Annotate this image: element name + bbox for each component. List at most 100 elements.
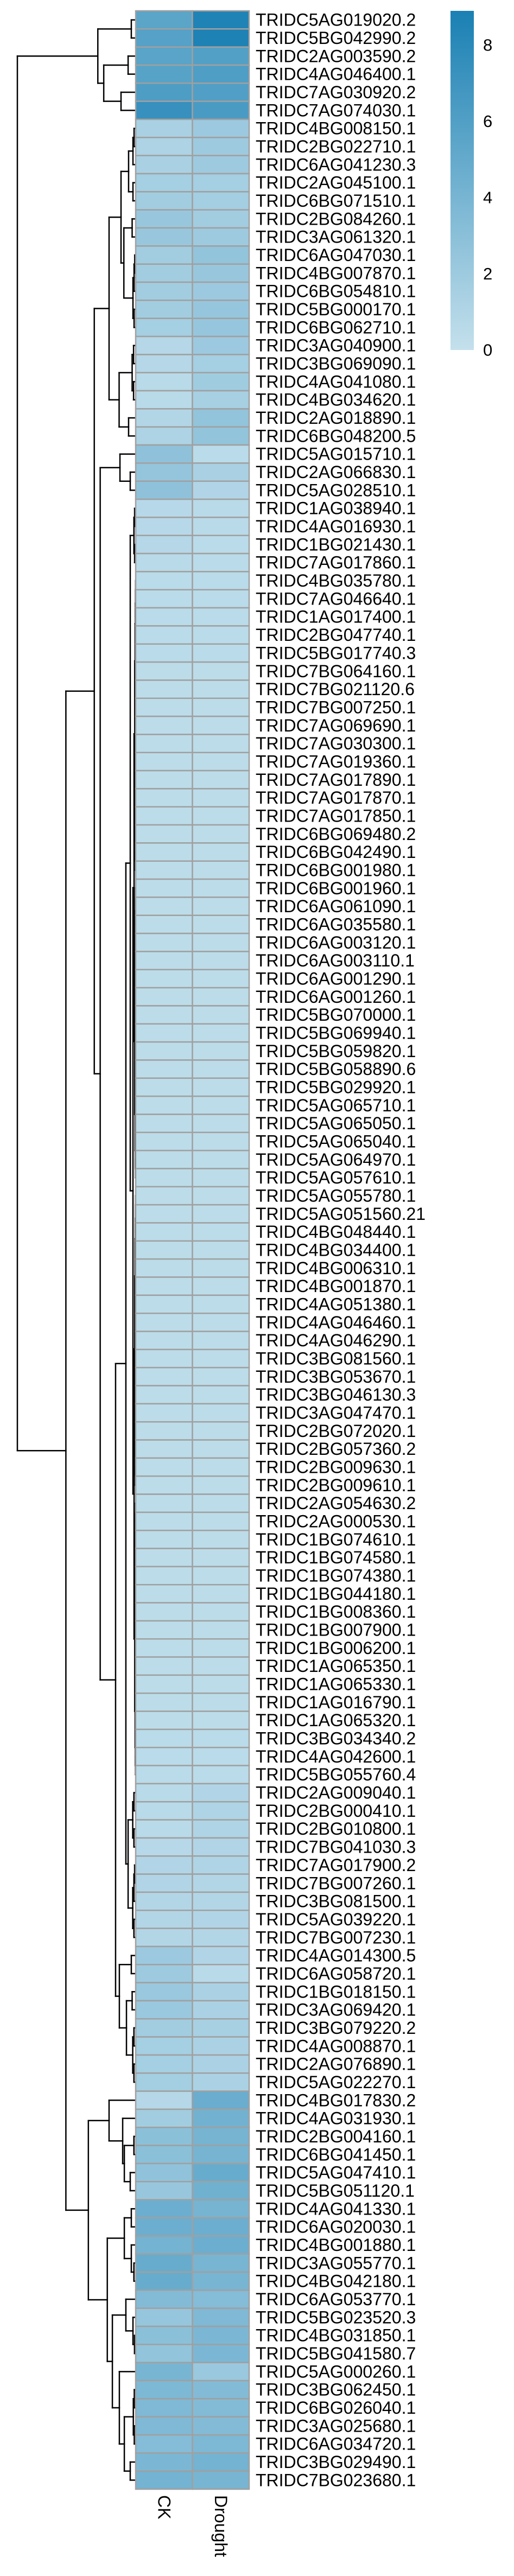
row-label: TRIDC3AG061320.1 [256, 227, 416, 247]
row-label: TRIDC4BG006310.1 [256, 1258, 416, 1278]
row-label: TRIDC1BG044180.1 [256, 1584, 416, 1604]
heatmap-cell-ck [135, 951, 193, 971]
heatmap-cell-ck [135, 1294, 193, 1314]
heatmap-cell-ck [135, 1149, 193, 1169]
heatmap-cell-drought [192, 824, 250, 844]
heatmap-cell-ck [135, 1765, 193, 1785]
heatmap-cell-ck [135, 769, 193, 790]
heatmap-cell-ck [135, 1583, 193, 1604]
heatmap-cell-ck [135, 860, 193, 880]
heatmap-cell-drought [192, 1566, 250, 1586]
heatmap-cell-drought [192, 860, 250, 880]
heatmap-cell-drought [192, 354, 250, 373]
heatmap-cell-ck [135, 1638, 193, 1658]
heatmap-cell-drought [192, 2271, 250, 2291]
heatmap-cell-ck [135, 2362, 193, 2382]
heatmap-cell-ck [135, 932, 193, 952]
heatmap-cell-drought [192, 1186, 250, 1206]
heatmap-cell-ck [135, 2344, 193, 2363]
row-label: TRIDC5AG039220.1 [256, 1910, 416, 1929]
heatmap-cell-ck [135, 2108, 193, 2128]
row-label: TRIDC2AG076890.1 [256, 2055, 416, 2074]
heatmap-cell-drought [192, 2036, 250, 2056]
heatmap-cell-drought [192, 1222, 250, 1242]
row-label: TRIDC5BG055760.4 [256, 1765, 416, 1784]
heatmap-cell-ck [135, 2470, 193, 2490]
row-label: TRIDC6BG042490.1 [256, 842, 416, 862]
heatmap-cell-drought [192, 1855, 250, 1875]
heatmap-cell-drought [192, 788, 250, 808]
heatmap-cell-drought [192, 769, 250, 790]
heatmap-cell-drought [192, 1837, 250, 1857]
heatmap-cell-ck [135, 1783, 193, 1803]
heatmap-cell-drought [192, 1656, 250, 1676]
row-label: TRIDC2AG003590.2 [256, 46, 416, 66]
heatmap-cell-ck [135, 552, 193, 573]
row-label: TRIDC1BG007900.1 [256, 1620, 416, 1640]
heatmap-cell-ck [135, 137, 193, 156]
row-label: TRIDC3AG025680.1 [256, 2416, 416, 2435]
heatmap-cell-ck [135, 2271, 193, 2291]
heatmap-cell-drought [192, 2018, 250, 2038]
heatmap-cell-ck [135, 969, 193, 989]
heatmap-cell-ck [135, 155, 193, 175]
row-label: TRIDC1BG074610.1 [256, 1530, 416, 1549]
heatmap-cell-ck [135, 281, 193, 301]
row-label: TRIDC5AG065710.1 [256, 1096, 416, 1115]
heatmap-cell-drought [192, 118, 250, 138]
heatmap-cell-drought [192, 2325, 250, 2345]
row-label: TRIDC7AG074030.1 [256, 100, 416, 120]
legend-tick-label: 8 [483, 36, 492, 55]
heatmap-cell-drought [192, 2344, 250, 2363]
heatmap-cell-drought [192, 1349, 250, 1369]
row-label: TRIDC5AG057610.1 [256, 1168, 416, 1187]
row-label: TRIDC1BG021430.1 [256, 535, 416, 554]
row-label: TRIDC3AG055770.1 [256, 2253, 416, 2273]
heatmap-cell-drought [192, 1982, 250, 2002]
row-label: TRIDC7BG007230.1 [256, 1928, 416, 1947]
heatmap-cell-drought [192, 1059, 250, 1079]
heatmap-cell-ck [135, 2127, 193, 2146]
heatmap-cell-drought [192, 1873, 250, 1893]
heatmap-cell-ck [135, 28, 193, 48]
heatmap-cell-ck [135, 1457, 193, 1477]
row-label: TRIDC5BG029920.1 [256, 1077, 416, 1097]
row-label: TRIDC7AG069690.1 [256, 716, 416, 735]
heatmap-cell-ck [135, 263, 193, 283]
heatmap-cell-ck [135, 1493, 193, 1513]
heatmap-cell-ck [135, 1312, 193, 1332]
heatmap-cell-drought [192, 317, 250, 338]
row-label: TRIDC7AG017860.1 [256, 553, 416, 573]
heatmap-cell-drought [192, 2416, 250, 2436]
heatmap-cell-drought [192, 1240, 250, 1260]
heatmap-cell-drought [192, 752, 250, 772]
heatmap-cell-ck [135, 1131, 193, 1152]
heatmap-cell-ck [135, 1366, 193, 1386]
heatmap-cell-drought [192, 2362, 250, 2382]
heatmap-cell-ck [135, 2398, 193, 2418]
heatmap-cell-ck [135, 1023, 193, 1043]
heatmap-cell-drought [192, 300, 250, 319]
heatmap-cell-ck [135, 300, 193, 319]
heatmap-cell-drought [192, 426, 250, 446]
heatmap-cell-ck [135, 1656, 193, 1676]
heatmap-cell-ck [135, 2036, 193, 2056]
heatmap-cell-drought [192, 2108, 250, 2128]
row-label: TRIDC2AG009040.1 [256, 1783, 416, 1803]
heatmap-cell-ck [135, 2181, 193, 2200]
heatmap-cell-drought [192, 1294, 250, 1314]
row-label: TRIDC5AG051560.21 [256, 1204, 426, 1224]
heatmap-cell-ck [135, 1403, 193, 1423]
heatmap-cell-ck [135, 390, 193, 410]
heatmap-cell-ck [135, 2235, 193, 2255]
heatmap-cell-drought [192, 2145, 250, 2165]
row-label: TRIDC6BG054810.1 [256, 282, 416, 301]
heatmap-cell-ck [135, 1855, 193, 1875]
heatmap-cell-ck [135, 2452, 193, 2472]
heatmap-cell-drought [192, 806, 250, 826]
heatmap-cell-ck [135, 535, 193, 555]
heatmap-cell-drought [192, 444, 250, 464]
row-label: TRIDC2AG066830.1 [256, 462, 416, 482]
legend-tick-label: 2 [483, 264, 492, 283]
